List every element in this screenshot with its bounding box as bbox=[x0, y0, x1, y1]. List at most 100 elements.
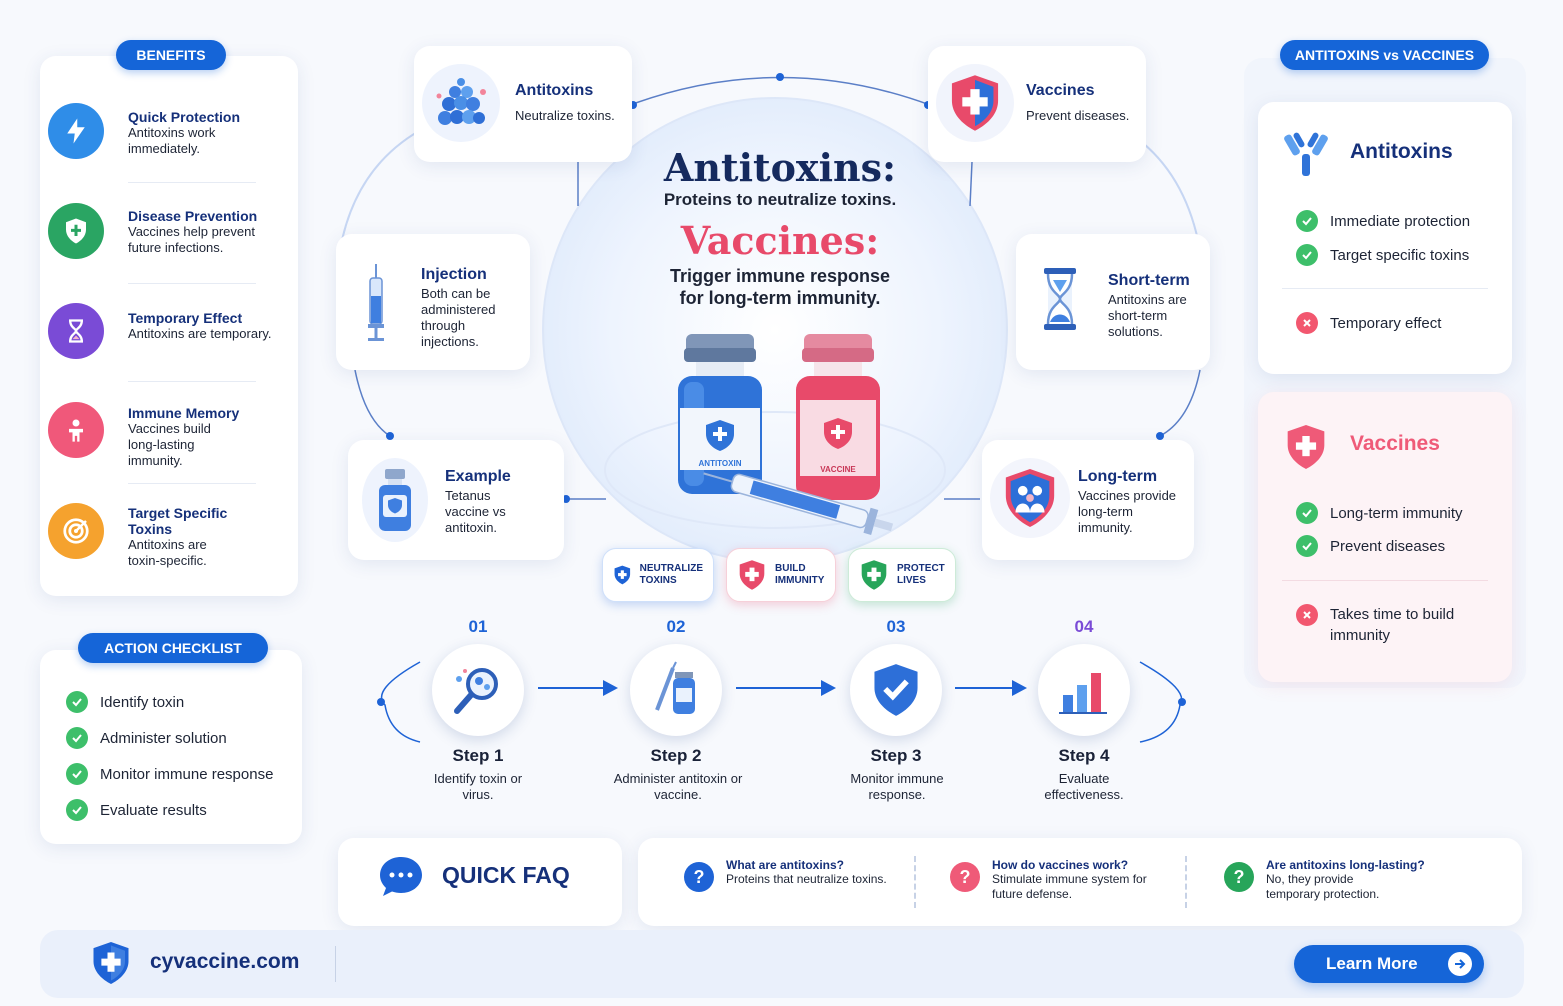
check-icon bbox=[66, 763, 88, 785]
antibody-icon bbox=[1284, 130, 1328, 183]
step-text: Administer antitoxin or vaccine. bbox=[613, 771, 743, 802]
feature-card-example: Example Tetanus vaccine vs antitoxin. bbox=[348, 440, 564, 560]
con-item: Takes time to build immunity bbox=[1296, 604, 1480, 646]
chat-bubble-icon bbox=[378, 854, 424, 905]
divider bbox=[914, 856, 916, 908]
step-text: Identify toxin or virus. bbox=[433, 771, 523, 802]
vial-syringe-icon bbox=[655, 661, 695, 714]
pro-item: Long-term immunity bbox=[1296, 502, 1463, 524]
question-icon: ? bbox=[950, 862, 980, 892]
bar-chart-icon bbox=[1059, 673, 1107, 714]
benefits-header: BENEFITS bbox=[116, 40, 226, 70]
title-vaccines: Vaccines: bbox=[680, 218, 880, 263]
divider bbox=[1185, 856, 1187, 908]
checklist-item: Evaluate results bbox=[66, 799, 207, 821]
divider bbox=[1282, 288, 1488, 289]
check-icon bbox=[1296, 210, 1318, 232]
subtitle-antitoxins: Proteins to neutralize toxins. bbox=[663, 190, 897, 209]
check-icon bbox=[66, 799, 88, 821]
benefit-quick-protection: Quick Protection Antitoxins work immedia… bbox=[128, 109, 241, 156]
x-icon bbox=[1296, 312, 1318, 334]
footer: cyvaccine.com Learn More bbox=[40, 930, 1524, 998]
step-number: 02 bbox=[666, 617, 686, 636]
hourglass-icon bbox=[1030, 264, 1090, 334]
magnifier-icon bbox=[454, 668, 498, 714]
checklist-item: Identify toxin bbox=[66, 691, 184, 713]
vial-red-label: VACCINE bbox=[820, 465, 856, 474]
check-icon bbox=[1296, 502, 1318, 524]
shield-cross-icon bbox=[739, 560, 765, 590]
feature-card-injection: Injection Both can be administered throu… bbox=[336, 234, 530, 370]
pro-item: Immediate protection bbox=[1296, 210, 1470, 232]
syringe-icon bbox=[340, 262, 410, 342]
pro-item: Target specific toxins bbox=[1296, 244, 1469, 266]
divider bbox=[1282, 580, 1488, 581]
lightning-icon bbox=[48, 103, 104, 159]
checklist-item: Monitor immune response bbox=[66, 763, 273, 785]
step-number: 04 bbox=[1074, 617, 1094, 636]
site-name[interactable]: cyvaccine.com bbox=[150, 950, 300, 973]
check-icon bbox=[66, 691, 88, 713]
divider bbox=[128, 381, 256, 382]
feature-card-vaccines: Vaccines Prevent diseases. bbox=[928, 46, 1146, 162]
comparison-header: ANTITOXINS vs VACCINES bbox=[1280, 40, 1489, 70]
step-title: Step 3 bbox=[870, 746, 922, 765]
faq-item[interactable]: ? How do vaccines work? Stimulate immune… bbox=[950, 858, 1152, 902]
step-4-circle bbox=[1038, 644, 1130, 736]
title-antitoxins: Antitoxins: bbox=[663, 145, 897, 190]
con-item: Temporary effect bbox=[1296, 312, 1441, 334]
step-2-circle bbox=[630, 644, 722, 736]
shield-check-icon bbox=[874, 664, 918, 716]
step-title: Step 4 bbox=[1058, 746, 1110, 765]
x-icon bbox=[1296, 604, 1318, 626]
shield-cross-icon bbox=[1284, 422, 1328, 477]
faq-item[interactable]: ? Are antitoxins long-lasting? No, they … bbox=[1224, 858, 1446, 902]
target-icon bbox=[48, 503, 104, 559]
learn-more-button[interactable]: Learn More bbox=[1294, 945, 1484, 983]
family-shield-icon bbox=[990, 458, 1070, 538]
comparison-antitoxins-title: Antitoxins bbox=[1350, 140, 1453, 163]
divider bbox=[128, 483, 256, 484]
step-text: Evaluate effectiveness. bbox=[1044, 771, 1124, 802]
molecule-icon bbox=[422, 64, 500, 142]
comparison-card-vaccines: Vaccines Long-term immunity Prevent dise… bbox=[1258, 392, 1512, 682]
check-icon bbox=[1296, 244, 1318, 266]
subtitle-vaccines: Trigger immune response for long-term im… bbox=[669, 266, 891, 308]
step-3-circle bbox=[850, 644, 942, 736]
benefit-target-specific: Target Specific Toxins Antitoxins are to… bbox=[128, 505, 228, 568]
logo-shield-icon bbox=[90, 938, 132, 993]
step-title: Step 2 bbox=[650, 746, 702, 765]
shield-cross-icon bbox=[614, 565, 631, 585]
benefit-temporary-effect: Temporary Effect Antitoxins are temporar… bbox=[128, 310, 272, 341]
divider bbox=[335, 946, 336, 982]
feature-card-short-term: Short-term Antitoxins are short-term sol… bbox=[1016, 234, 1210, 370]
check-icon bbox=[66, 727, 88, 749]
hourglass-icon bbox=[48, 303, 104, 359]
shield-cross-icon bbox=[936, 64, 1014, 142]
vials-illustration: ANTITOXIN VACCINE bbox=[604, 334, 946, 535]
vial-blue-label: ANTITOXIN bbox=[699, 459, 742, 468]
vial-icon bbox=[362, 458, 428, 542]
pro-item: Prevent diseases bbox=[1296, 535, 1445, 557]
faq-title-card: QUICK FAQ bbox=[338, 838, 622, 926]
faq-item[interactable]: ? What are antitoxins? Proteins that neu… bbox=[684, 858, 887, 892]
person-icon bbox=[48, 402, 104, 458]
arrow-right-icon bbox=[1448, 952, 1472, 976]
step-number: 01 bbox=[468, 617, 488, 636]
benefit-disease-prevention: Disease Prevention Vaccines help prevent… bbox=[128, 208, 258, 255]
shield-cross-icon bbox=[861, 560, 887, 590]
faq-title: QUICK FAQ bbox=[442, 862, 570, 888]
feature-card-antitoxins: Antitoxins Neutralize toxins. bbox=[414, 46, 632, 162]
step-1-circle bbox=[432, 644, 524, 736]
question-icon: ? bbox=[684, 862, 714, 892]
step-number: 03 bbox=[886, 617, 906, 636]
benefit-immune-memory: Immune Memory Vaccines build long-lastin… bbox=[128, 405, 240, 468]
faq-items-card: ? What are antitoxins? Proteins that neu… bbox=[638, 838, 1522, 926]
check-icon bbox=[1296, 535, 1318, 557]
shield-icon bbox=[48, 203, 104, 259]
checklist-item: Administer solution bbox=[66, 727, 227, 749]
